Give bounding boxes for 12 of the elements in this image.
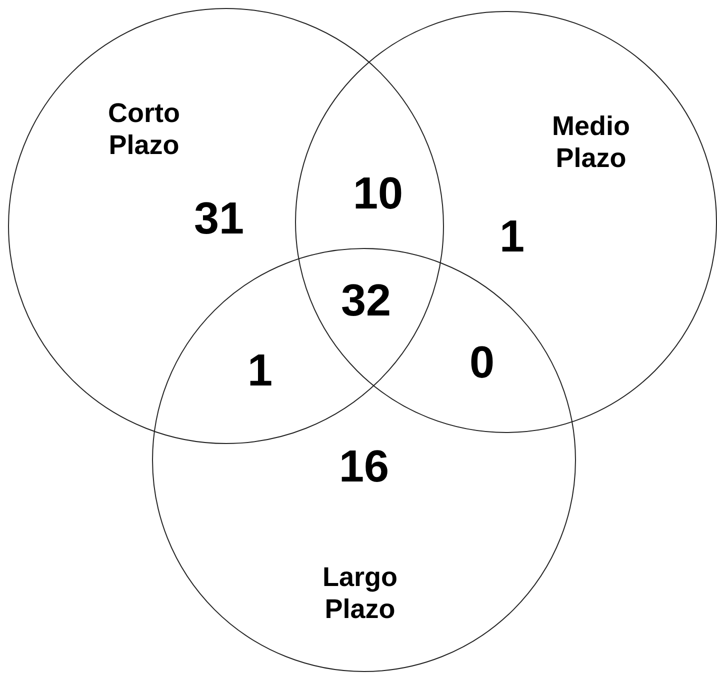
region-count: 10 [352, 170, 404, 216]
region-count: 1 [499, 214, 525, 258]
set-label: Corto Plazo [107, 97, 181, 162]
set-label: Medio Plazo [551, 110, 631, 175]
region-count: 31 [194, 196, 244, 240]
region-count: 0 [469, 340, 495, 384]
region-count: 1 [247, 348, 273, 392]
set-label: Largo Plazo [321, 561, 398, 626]
venn-circle [295, 11, 717, 433]
region-count: 16 [338, 444, 390, 488]
region-count: 32 [340, 278, 392, 322]
venn-circle [8, 8, 444, 444]
